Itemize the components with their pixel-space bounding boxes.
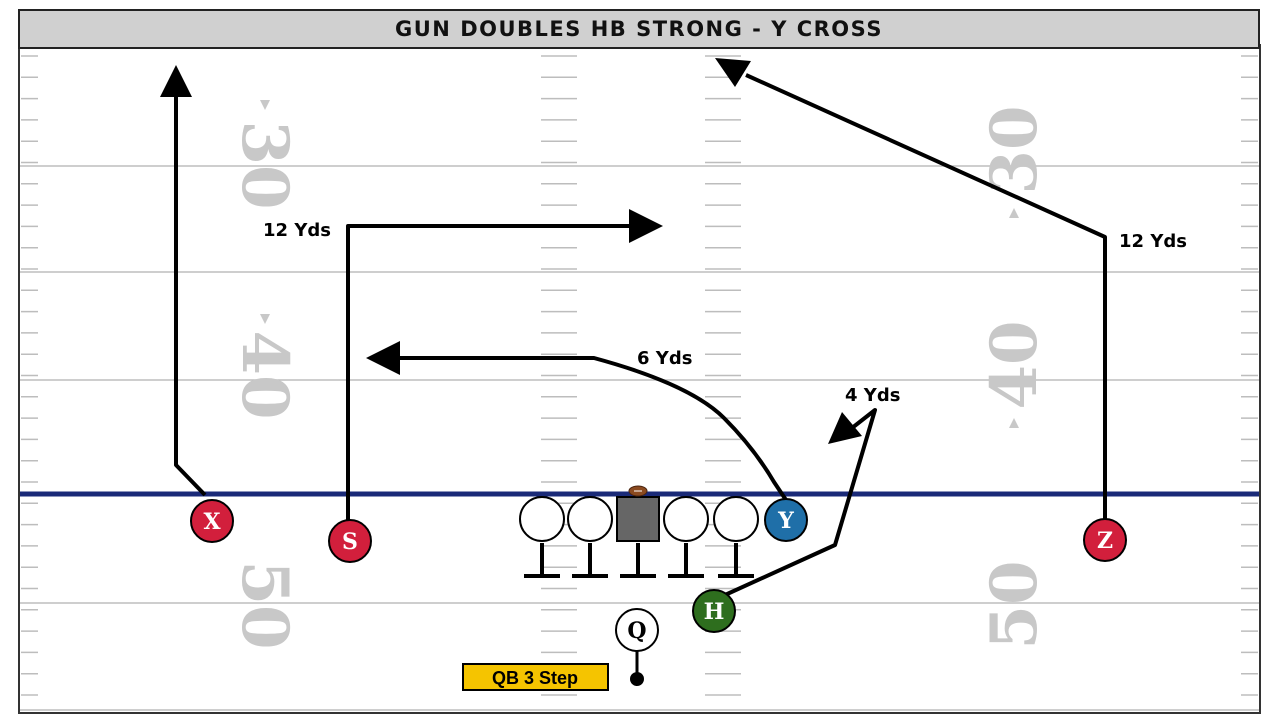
play-title: GUN DOUBLES HB STRONG - Y CROSS: [395, 17, 883, 41]
qb-note-text: QB 3 Step: [492, 668, 578, 688]
arrowheads: [160, 58, 862, 444]
route-s: [346, 224, 632, 522]
right-guard: [663, 496, 709, 542]
route-x: [174, 95, 207, 497]
left-tackle: [519, 496, 565, 542]
football-icon: [628, 485, 648, 497]
route-h: [713, 408, 877, 602]
player-h-letter: H: [704, 599, 725, 625]
qb-note-box: [462, 663, 609, 691]
left-guard: [567, 496, 613, 542]
yard-arrow-right-40: [1009, 418, 1019, 428]
blocking-marks: [524, 543, 754, 578]
right-sideline-hashes: [1241, 55, 1258, 696]
route-y: [396, 356, 788, 502]
yard-number-left-40: 40: [227, 330, 302, 419]
player-x-letter: X: [203, 509, 221, 535]
player-x: X: [190, 499, 234, 543]
right-tackle: [713, 496, 759, 542]
yard-arrow-left-30: [260, 100, 270, 110]
yard-number-right-40: 40: [977, 320, 1052, 409]
player-q-letter: Q: [627, 618, 646, 644]
yard-number-left-30: 30: [227, 120, 302, 209]
title-bar: GUN DOUBLES HB STRONG - Y CROSS: [18, 9, 1260, 49]
route-label-h: 4 Yds: [845, 385, 900, 406]
route-label-z: 12 Yds: [1119, 231, 1187, 252]
player-z-letter: Z: [1097, 528, 1113, 554]
yard-lines: [20, 165, 1259, 711]
yard-arrow-right-30: [1009, 208, 1019, 218]
arrowhead-z: [715, 58, 751, 87]
arrowhead-x: [160, 65, 192, 97]
routes: [174, 73, 1107, 602]
player-y: Y: [764, 498, 808, 542]
player-z: Z: [1083, 518, 1127, 562]
player-s-letter: S: [342, 529, 358, 555]
field-border: [18, 44, 1261, 714]
route-label-s: 12 Yds: [263, 220, 331, 241]
yard-arrow-left-40: [260, 314, 270, 324]
player-s: S: [328, 519, 372, 563]
route-label-y: 6 Yds: [637, 348, 692, 369]
arrowhead-h: [828, 412, 862, 444]
yard-number-right-50: 50: [977, 560, 1052, 649]
arrowhead-s: [629, 209, 663, 243]
left-sideline-hashes: [21, 55, 38, 696]
yard-number-right-30: 30: [977, 105, 1052, 194]
yard-number-left-50: 50: [227, 560, 302, 649]
arrowhead-y: [366, 341, 400, 375]
center: [616, 496, 660, 542]
player-y-letter: Y: [777, 508, 794, 534]
qb-drop-point: [630, 672, 644, 686]
player-h: H: [692, 589, 736, 633]
route-z: [745, 73, 1107, 522]
player-q: Q: [615, 608, 659, 652]
